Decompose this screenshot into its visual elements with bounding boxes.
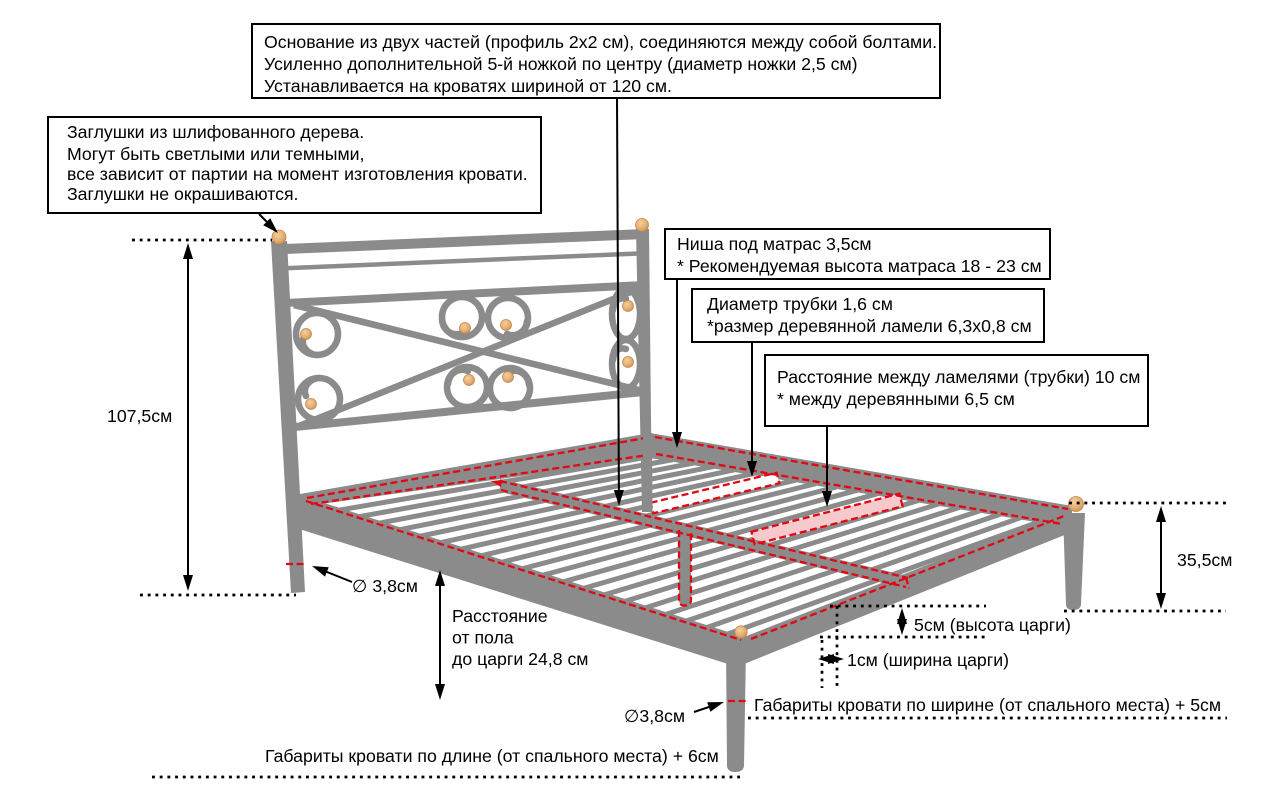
svg-text:5см (высота царги): 5см (высота царги): [914, 615, 1071, 635]
svg-text:Диаметр трубки 1,6 см: Диаметр трубки 1,6 см: [707, 294, 893, 314]
svg-text:* Рекомендуемая высота матраса: * Рекомендуемая высота матраса 18 - 23 с…: [677, 256, 1042, 276]
svg-text:*размер деревянной ламели 6,3х: *размер деревянной ламели 6,3х0,8 см: [707, 316, 1032, 336]
svg-text:Расстояние между ламелями (тру: Расстояние между ламелями (трубки) 10 см: [777, 367, 1140, 387]
svg-text:от пола: от пола: [452, 628, 514, 648]
svg-text:Заглушки не окрашиваются.: Заглушки не окрашиваются.: [67, 184, 298, 204]
svg-text:Усиленно дополнительной 5-й но: Усиленно дополнительной 5-й ножкой по це…: [264, 54, 858, 74]
svg-text:Основание из двух частей (проф: Основание из двух частей (профиль 2х2 см…: [264, 32, 937, 52]
svg-text:Ниша под матрас 3,5см: Ниша под матрас 3,5см: [677, 234, 872, 254]
svg-text:Заглушки из шлифованного дерев: Заглушки из шлифованного дерева.: [67, 122, 364, 142]
svg-text:1см (ширина царги): 1см (ширина царги): [847, 650, 1009, 670]
svg-text:∅ 3,8см: ∅ 3,8см: [352, 576, 418, 596]
svg-text:Расстояние: Расстояние: [452, 606, 548, 626]
svg-text:Могут быть светлыми или темным: Могут быть светлыми или темными,: [67, 144, 364, 164]
svg-text:∅3,8см: ∅3,8см: [624, 706, 685, 726]
svg-text:107,5см: 107,5см: [107, 406, 172, 426]
svg-text:Устанавливается на кроватях ши: Устанавливается на кроватях шириной от 1…: [264, 76, 672, 96]
svg-text:до царги 24,8 см: до царги 24,8 см: [452, 649, 588, 669]
svg-text:Габариты кровати по длине (от: Габариты кровати по длине (от спального …: [265, 746, 719, 766]
svg-text:Габариты кровати по ширине (от: Габариты кровати по ширине (от спального…: [754, 695, 1221, 715]
svg-text:* между деревянными 6,5 см: * между деревянными 6,5 см: [777, 389, 1015, 409]
svg-text:все зависит от партии на момен: все зависит от партии на момент изготовл…: [67, 164, 528, 184]
svg-text:35,5см: 35,5см: [1177, 550, 1232, 570]
